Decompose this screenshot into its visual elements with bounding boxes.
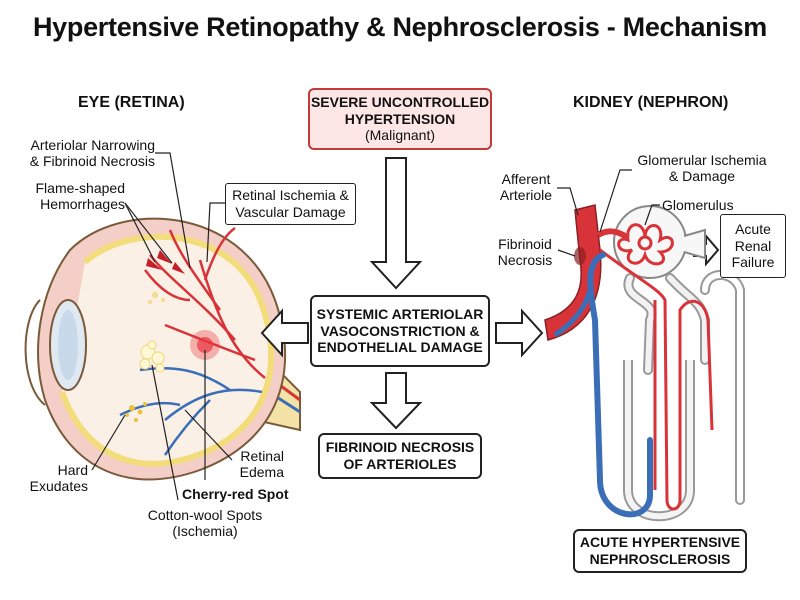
label-hard-1: Hard — [57, 462, 88, 478]
label-glomerular-ischemia: Glomerular Ischemia & Damage — [632, 152, 772, 184]
hypertension-line-1: SEVERE UNCONTROLLED — [310, 93, 490, 110]
hypertension-line-3: (Malignant) — [364, 127, 436, 144]
label-edema-2: Edema — [239, 464, 284, 481]
label-cherry-red-spot: Cherry-red Spot — [182, 486, 289, 502]
label-glom-isch-1: Glomerular Ischemia — [637, 152, 767, 168]
label-ischemia-2: Vascular Damage — [235, 204, 346, 220]
nephrosclerosis-box: ACUTE HYPERTENSIVE NEPHROSCLEROSIS — [573, 529, 747, 573]
label-cotton-2: (Ischemia) — [172, 523, 238, 540]
label-fibrinoid-2: Necrosis — [497, 252, 553, 269]
arrow-down-2 — [369, 372, 423, 430]
fibrinoid-necrosis-spot — [574, 247, 586, 265]
label-retinal-edema: Retinal Edema — [222, 448, 284, 480]
hypertension-box: SEVERE UNCONTROLLED HYPERTENSION (Malign… — [308, 88, 492, 150]
label-fibrinoid-1: Fibrinoid — [498, 236, 552, 252]
vasoconstriction-line-3: ENDOTHELIAL DAMAGE — [317, 339, 483, 356]
label-afferent-arteriole: Afferent Arteriole — [496, 171, 556, 203]
kidney-leader-lines — [557, 169, 660, 257]
label-glomerulus: Glomerulus — [662, 197, 734, 213]
nephron-illustration — [544, 204, 745, 522]
label-hard-exudates: Hard Exudates — [20, 462, 88, 494]
vasoconstriction-line-2: VASOCONSTRICTION & — [320, 322, 480, 339]
glomerulus-tuft — [617, 223, 674, 266]
arrow-right — [495, 308, 544, 358]
eye-leader-lines — [91, 152, 233, 501]
cotton-wool-spots — [139, 340, 165, 373]
label-cotton-wool: Cotton-wool Spots (Ischemia) — [125, 507, 285, 539]
renal-vein — [587, 252, 653, 518]
label-arteriolar-narrowing-1: Arteriolar Narrowing — [30, 137, 155, 153]
kidney-heading: KIDNEY (NEPHRON) — [573, 94, 729, 111]
label-fibrinoid-necrosis: Fibrinoid Necrosis — [493, 236, 557, 268]
eye-heading: EYE (RETINA) — [78, 94, 185, 111]
label-edema-1: Retinal — [240, 448, 284, 464]
arrow-left — [260, 308, 309, 358]
flame-hemorrhages — [146, 250, 185, 274]
fibrinoid-line-2: OF ARTERIOLES — [343, 456, 457, 472]
vasoconstriction-line-1: SYSTEMIC ARTERIOLAR — [316, 305, 484, 322]
fibrinoid-box: FIBRINOID NECROSIS OF ARTERIOLES — [318, 433, 482, 479]
label-arf-2: Renal — [734, 237, 772, 254]
label-ischemia-1: Retinal Ischemia & — [232, 187, 349, 204]
arrow-down-1 — [369, 157, 423, 290]
label-flame-2: Hemorrhages — [40, 196, 125, 213]
page-title: Hypertensive Retinopathy & Nephroscleros… — [32, 12, 767, 42]
vasoconstriction-box: SYSTEMIC ARTERIOLAR VASOCONSTRICTION & E… — [310, 295, 490, 367]
hypertension-line-2: HYPERTENSION — [344, 110, 456, 127]
label-glom-isch-2: & Damage — [668, 168, 736, 185]
label-cotton-1: Cotton-wool Spots — [147, 507, 263, 523]
peritubular-arteries — [599, 248, 714, 511]
label-flame-1: Flame-shaped — [35, 180, 126, 196]
label-arteriolar-narrowing: Arteriolar Narrowing & Fibrinoid Necrosi… — [10, 137, 155, 169]
acute-renal-failure-box: Acute Renal Failure — [720, 214, 786, 278]
label-afferent-1: Afferent — [501, 171, 551, 187]
label-arf-3: Failure — [731, 254, 775, 271]
retinal-ischemia-box: Retinal Ischemia & Vascular Damage — [225, 183, 356, 225]
nephrosclerosis-line-1: ACUTE HYPERTENSIVE — [579, 534, 741, 551]
hard-exudates — [125, 402, 147, 422]
fibrinoid-line-1: FIBRINOID NECROSIS — [325, 439, 475, 456]
label-flame-hemorrhages: Flame-shaped Hemorrhages — [10, 180, 126, 213]
label-afferent-2: Arteriole — [499, 187, 553, 204]
nephrosclerosis-line-2: NEPHROSCLEROSIS — [589, 551, 731, 567]
label-arf-1: Acute — [735, 220, 771, 237]
eye-illustration — [24, 217, 301, 481]
label-hard-2: Exudates — [29, 478, 88, 495]
label-arteriolar-narrowing-2: & Fibrinoid Necrosis — [29, 153, 155, 170]
